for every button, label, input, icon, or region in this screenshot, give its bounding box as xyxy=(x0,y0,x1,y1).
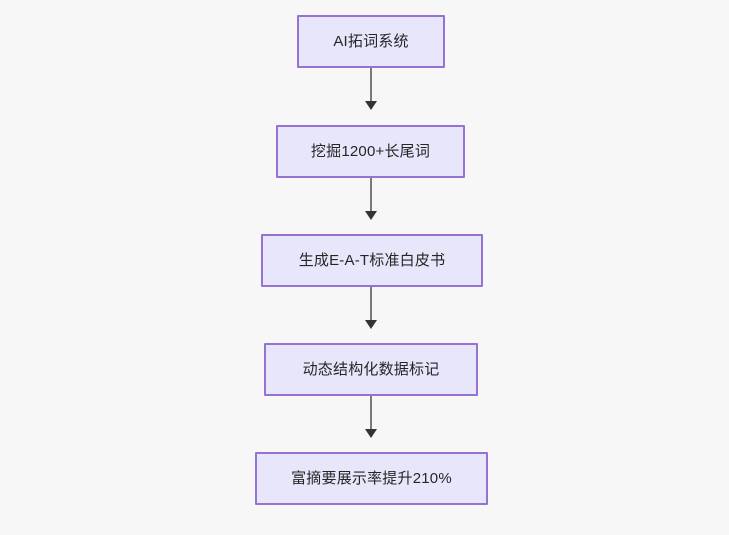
flow-node-4-label: 动态结构化数据标记 xyxy=(302,361,440,378)
flow-edge-4-5-line xyxy=(370,396,372,429)
flow-edge-2-3 xyxy=(363,178,379,220)
flow-node-1[interactable]: AI拓词系统 xyxy=(297,15,445,68)
flow-node-3[interactable]: 生成E-A-T标准白皮书 xyxy=(261,234,483,287)
flow-edge-2-3-arrowhead xyxy=(365,211,377,220)
flow-edge-3-4-line xyxy=(370,287,372,320)
flow-node-5[interactable]: 富摘要展示率提升210% xyxy=(255,452,488,505)
flow-edge-1-2-line xyxy=(370,68,372,101)
flow-node-2[interactable]: 挖掘1200+长尾词 xyxy=(276,125,465,178)
flow-edge-3-4 xyxy=(363,287,379,329)
flow-edge-2-3-line xyxy=(370,178,372,211)
flow-edge-1-2 xyxy=(363,68,379,110)
flow-node-2-label: 挖掘1200+长尾词 xyxy=(310,143,431,160)
flow-edge-3-4-arrowhead xyxy=(365,320,377,329)
flow-edge-1-2-arrowhead xyxy=(365,101,377,110)
flow-node-3-label: 生成E-A-T标准白皮书 xyxy=(298,252,446,269)
flow-node-5-label: 富摘要展示率提升210% xyxy=(291,470,452,487)
flow-node-1-label: AI拓词系统 xyxy=(333,33,409,50)
flow-node-4[interactable]: 动态结构化数据标记 xyxy=(264,343,478,396)
flow-edge-4-5-arrowhead xyxy=(365,429,377,438)
flow-edge-4-5 xyxy=(363,396,379,438)
